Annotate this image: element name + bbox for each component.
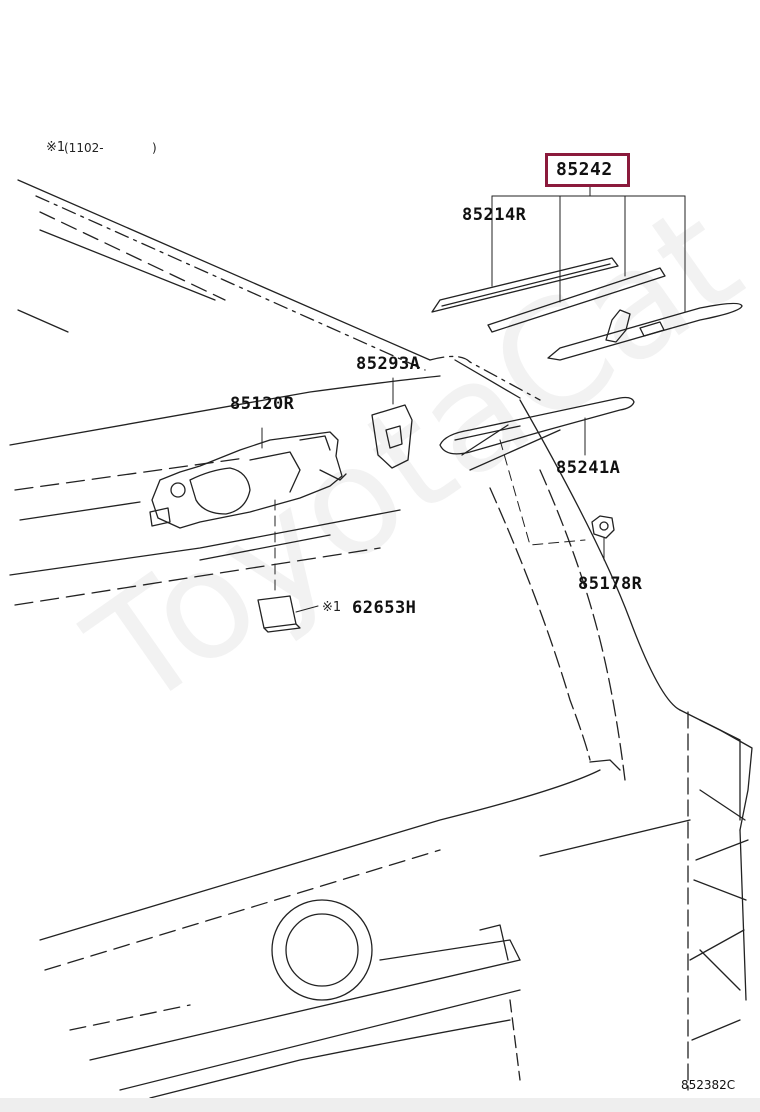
leader-85242 — [491, 185, 686, 313]
part-number-62653h[interactable]: 62653H — [352, 598, 417, 618]
label-sticker-drawing — [257, 595, 319, 633]
wiper-arm-drawing — [439, 396, 635, 546]
highlight-box[interactable] — [545, 153, 630, 187]
diagram-code: 852382C — [681, 1078, 736, 1092]
note-mark: ※1 — [46, 140, 66, 155]
part-number-85241a[interactable]: 85241A — [556, 458, 621, 478]
bracket-cover-drawing — [371, 377, 413, 469]
part-number-85120r[interactable]: 85120R — [230, 394, 295, 414]
label-note-mark: ※1 — [322, 600, 342, 615]
part-number-85242[interactable]: 85242 — [556, 159, 613, 180]
wiper-blade-assy-drawing — [431, 257, 743, 361]
note-close: ) — [152, 141, 157, 155]
part-number-85214r[interactable]: 85214R — [462, 205, 527, 225]
lower-body-lines — [39, 759, 691, 1099]
note-range: (1102- — [64, 141, 104, 155]
glass-edge-lines — [489, 399, 681, 781]
wiper-motor-drawing — [149, 427, 347, 591]
bottom-strip — [0, 1098, 760, 1112]
roof-edge-lines — [17, 179, 541, 401]
part-number-85293a[interactable]: 85293A — [356, 354, 421, 374]
part-number-85178r[interactable]: 85178R — [578, 574, 643, 594]
arm-nut-drawing — [591, 515, 615, 561]
rear-quarter-lines — [679, 709, 753, 1091]
